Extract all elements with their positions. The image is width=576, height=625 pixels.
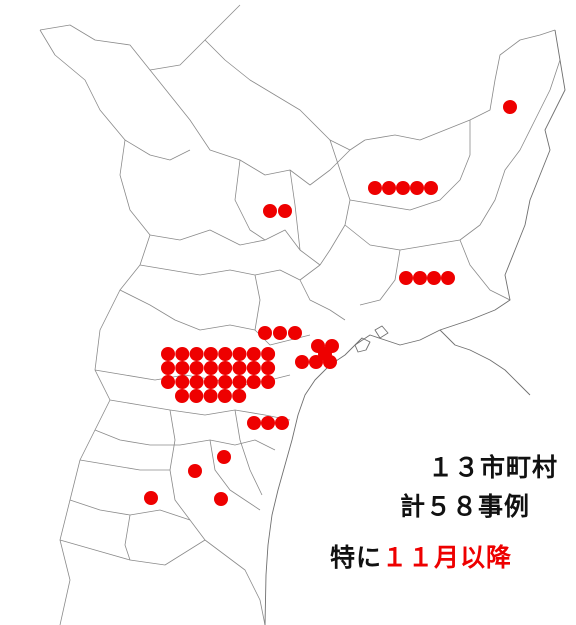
marker-central-north	[273, 326, 287, 340]
caption-prefix: 特に	[330, 543, 383, 572]
marker-central-large	[175, 389, 189, 403]
marker-south-central	[247, 416, 261, 430]
marker-central-large	[203, 389, 218, 403]
marker-central-large	[218, 347, 233, 361]
case-markers	[144, 100, 517, 506]
marker-coast-cluster	[309, 355, 323, 369]
marker-north-central	[368, 181, 382, 195]
marker-central-large	[189, 375, 204, 389]
marker-central-north	[288, 326, 302, 340]
marker-central-large	[218, 361, 233, 375]
marker-central-large	[232, 375, 247, 389]
marker-central-large	[261, 361, 276, 375]
marker-north-central	[396, 181, 410, 195]
caption-since-november: 特に１１月以降	[330, 538, 512, 574]
marker-south-d	[214, 492, 228, 506]
marker-east-coast	[399, 271, 413, 285]
marker-central-large	[232, 389, 247, 403]
marker-north-central	[424, 181, 438, 195]
marker-central-large	[189, 361, 204, 375]
marker-east-coast	[413, 271, 427, 285]
marker-central-large	[175, 361, 190, 375]
marker-south-b	[188, 464, 202, 478]
marker-central-large	[261, 375, 276, 389]
marker-central-large	[246, 361, 261, 375]
marker-east-coast	[427, 271, 441, 285]
marker-central-large	[261, 347, 276, 361]
marker-central-large	[232, 347, 247, 361]
municipal-boundaries	[39, 4, 561, 625]
marker-central-large	[203, 347, 218, 361]
marker-central-large	[175, 347, 190, 361]
marker-central-large	[217, 389, 232, 403]
marker-coast-cluster	[295, 355, 309, 369]
marker-north-west	[278, 204, 292, 218]
marker-central-large	[232, 361, 247, 375]
marker-central-large	[161, 361, 175, 375]
marker-south-c	[144, 491, 158, 505]
caption-municipalities: １３市町村	[428, 453, 559, 482]
marker-south-a	[217, 450, 231, 464]
marker-north-west	[263, 204, 277, 218]
marker-central-large	[246, 375, 261, 389]
marker-central-north	[258, 326, 272, 340]
marker-north-central	[410, 181, 424, 195]
marker-south-central	[261, 416, 275, 430]
coastline	[264, 29, 566, 625]
marker-central-large	[218, 375, 233, 389]
caption-highlight: １１月以降	[382, 543, 513, 572]
marker-east-coast	[441, 271, 455, 285]
marker-central-large	[246, 347, 261, 361]
marker-central-large	[189, 347, 204, 361]
marker-northeast	[503, 100, 517, 114]
marker-north-central	[382, 181, 396, 195]
marker-central-large	[189, 389, 204, 403]
marker-central-large	[203, 361, 218, 375]
marker-central-large	[203, 375, 218, 389]
marker-south-central	[275, 416, 289, 430]
marker-central-large	[175, 375, 190, 389]
marker-coast-cluster	[318, 347, 332, 361]
marker-central-large	[161, 375, 175, 389]
caption-total-cases: 計５８事例	[400, 492, 531, 521]
marker-central-large	[161, 347, 175, 361]
